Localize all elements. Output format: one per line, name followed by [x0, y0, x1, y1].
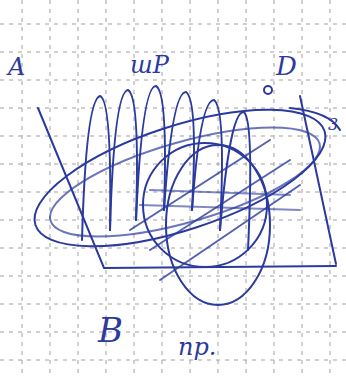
sketch-label: A — [6, 54, 27, 80]
sketch-label: пр. — [176, 334, 218, 360]
sketch-label: 3 — [326, 116, 340, 134]
sketch-label: шР — [128, 52, 171, 78]
ink-drawing — [19, 82, 340, 305]
sketch-label: D — [274, 52, 299, 80]
sketch-label: B — [96, 312, 125, 348]
